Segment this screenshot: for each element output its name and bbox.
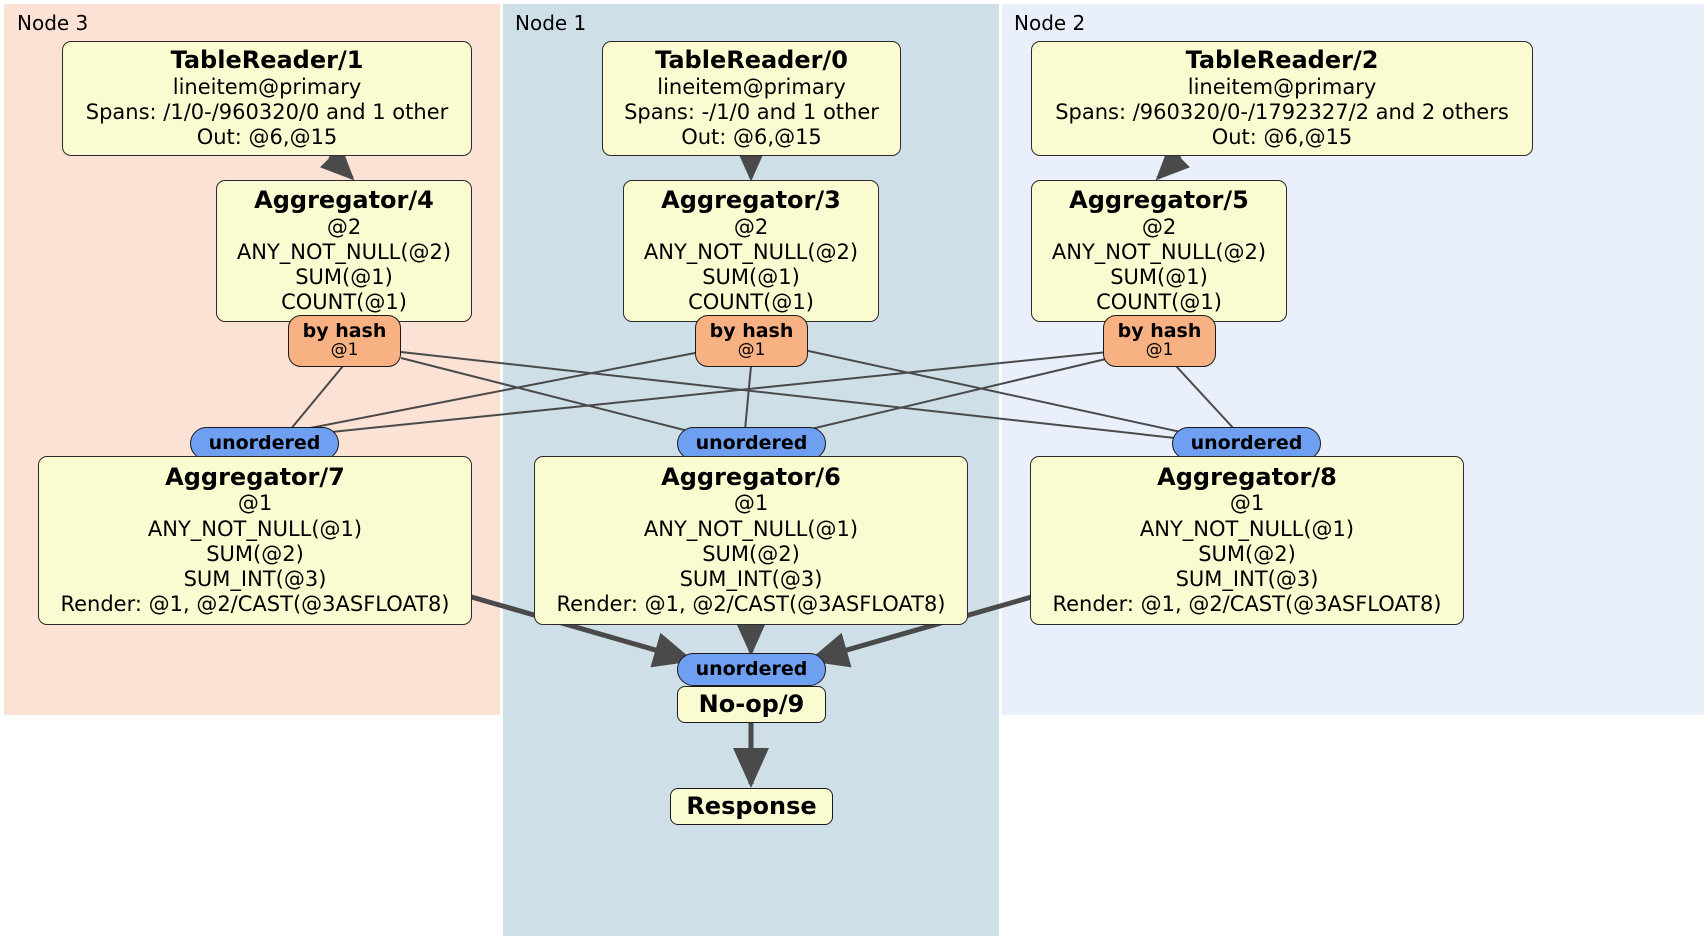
processor-detail-line: @2	[733, 214, 769, 239]
processor-title: Aggregator/5	[1069, 185, 1249, 214]
processor-detail-line: COUNT(@1)	[281, 290, 407, 315]
router-title: unordered	[695, 657, 808, 680]
processor-detail-line: lineitem@primary	[172, 74, 362, 99]
router-by-hash-node3[interactable]: by hash @1	[288, 315, 401, 367]
processor-detail-line: SUM_INT(@3)	[1175, 567, 1319, 591]
router-title: unordered	[1190, 431, 1303, 454]
processor-render-line: Render: @1, @2/CAST(@3ASFLOAT8)	[60, 592, 450, 617]
processor-detail-line: Spans: /1/0-/960320/0 and 1 other	[85, 99, 449, 124]
processor-detail-line: COUNT(@1)	[1096, 290, 1222, 315]
node-label-node3: Node 3	[17, 11, 89, 35]
processor-aggregator-5[interactable]: Aggregator/5 @2 ANY_NOT_NULL(@2) SUM(@1)…	[1031, 180, 1287, 322]
processor-table-reader-0[interactable]: TableReader/0 lineitem@primary Spans: -/…	[602, 41, 901, 156]
processor-detail-line: Out: @6,@15	[681, 125, 822, 150]
processor-detail-line: SUM(@1)	[1110, 264, 1208, 289]
processor-render-line: Render: @1, @2/CAST(@3ASFLOAT8)	[1052, 592, 1442, 617]
processor-detail-line: SUM_INT(@3)	[679, 567, 823, 591]
processor-table-reader-2[interactable]: TableReader/2 lineitem@primary Spans: /9…	[1031, 41, 1533, 156]
router-subtitle: @1	[1145, 340, 1174, 361]
processor-detail-line: ANY_NOT_NULL(@1)	[147, 516, 363, 541]
processor-title: Aggregator/7	[165, 462, 345, 491]
processor-title: No-op/9	[698, 689, 805, 718]
processor-detail-line: ANY_NOT_NULL(@2)	[236, 239, 452, 264]
node-label-node2: Node 2	[1014, 11, 1086, 35]
router-unordered-node1[interactable]: unordered	[677, 427, 826, 460]
processor-detail-line: Out: @6,@15	[196, 125, 338, 150]
processor-detail-line: @2	[326, 214, 362, 239]
node-label-node1: Node 1	[515, 11, 587, 35]
processor-title: Aggregator/4	[254, 185, 434, 214]
processor-title: Response	[686, 791, 817, 820]
processor-detail-line: lineitem@primary	[1187, 74, 1377, 99]
processor-response[interactable]: Response	[670, 788, 833, 825]
processor-detail-line: @1	[1229, 491, 1265, 516]
processor-aggregator-3[interactable]: Aggregator/3 @2 ANY_NOT_NULL(@2) SUM(@1)…	[623, 180, 879, 322]
router-title: by hash	[302, 320, 387, 343]
processor-render-line: Render: @1, @2/CAST(@3ASFLOAT8)	[556, 592, 946, 617]
processor-aggregator-7[interactable]: Aggregator/7 @1 ANY_NOT_NULL(@1) SUM(@2)…	[38, 456, 472, 625]
processor-aggregator-8[interactable]: Aggregator/8 @1 ANY_NOT_NULL(@1) SUM(@2)…	[1030, 456, 1464, 625]
processor-detail-line: Out: @6,@15	[1211, 125, 1353, 150]
router-title: unordered	[695, 431, 808, 454]
processor-detail-line: SUM(@2)	[1198, 541, 1296, 566]
router-by-hash-node2[interactable]: by hash @1	[1103, 315, 1216, 367]
processor-detail-line: SUM(@1)	[702, 264, 800, 289]
processor-detail-line: ANY_NOT_NULL(@1)	[1139, 516, 1355, 541]
processor-title: TableReader/2	[1185, 45, 1379, 74]
processor-detail-line: ANY_NOT_NULL(@1)	[643, 516, 859, 541]
processor-detail-line: Spans: -/1/0 and 1 other	[624, 99, 879, 124]
processor-detail-line: ANY_NOT_NULL(@2)	[1051, 239, 1267, 264]
processor-detail-line: lineitem@primary	[657, 74, 846, 99]
router-by-hash-node1[interactable]: by hash @1	[695, 315, 808, 367]
router-unordered-final[interactable]: unordered	[677, 653, 826, 686]
processor-title: TableReader/1	[170, 45, 364, 74]
processor-detail-line: Spans: /960320/0-/1792327/2 and 2 others	[1055, 99, 1509, 124]
router-subtitle: @1	[330, 340, 359, 361]
processor-aggregator-6[interactable]: Aggregator/6 @1 ANY_NOT_NULL(@1) SUM(@2)…	[534, 456, 968, 625]
router-title: by hash	[709, 320, 794, 343]
processor-title: Aggregator/3	[661, 185, 841, 214]
processor-noop-9[interactable]: No-op/9	[677, 686, 826, 723]
processor-aggregator-4[interactable]: Aggregator/4 @2 ANY_NOT_NULL(@2) SUM(@1)…	[216, 180, 472, 322]
processor-detail-line: SUM(@1)	[295, 264, 393, 289]
processor-detail-line: SUM(@2)	[702, 541, 800, 566]
processor-title: Aggregator/6	[661, 462, 841, 491]
router-unordered-node2[interactable]: unordered	[1172, 427, 1321, 460]
processor-detail-line: COUNT(@1)	[688, 290, 814, 315]
processor-detail-line: SUM_INT(@3)	[183, 567, 327, 591]
processor-detail-line: SUM(@2)	[206, 541, 304, 566]
router-title: by hash	[1117, 320, 1202, 343]
router-title: unordered	[208, 431, 321, 454]
processor-detail-line: @1	[733, 491, 769, 516]
router-subtitle: @1	[737, 340, 766, 361]
processor-title: TableReader/0	[655, 45, 848, 74]
processor-table-reader-1[interactable]: TableReader/1 lineitem@primary Spans: /1…	[62, 41, 472, 156]
processor-detail-line: @1	[237, 491, 273, 516]
processor-title: Aggregator/8	[1157, 462, 1337, 491]
processor-detail-line: @2	[1141, 214, 1177, 239]
processor-detail-line: ANY_NOT_NULL(@2)	[643, 239, 859, 264]
